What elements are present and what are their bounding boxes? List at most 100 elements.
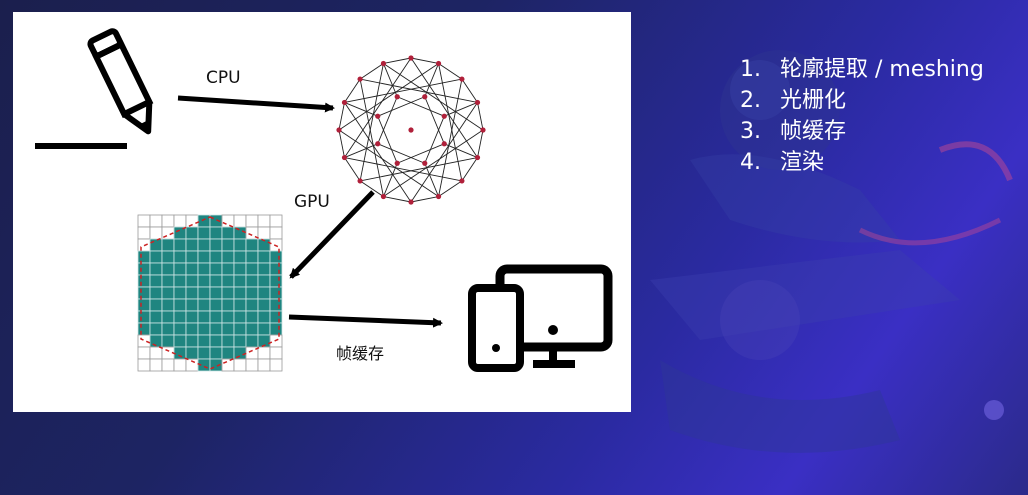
mesh-node — [341, 99, 348, 106]
raster-cell-empty — [137, 214, 151, 228]
raster-cell-filled — [149, 274, 163, 288]
mesh-edge — [424, 163, 439, 197]
mesh-edge — [424, 96, 445, 144]
mesh-node — [375, 141, 381, 147]
raster-cell-filled — [269, 262, 283, 276]
raster-cell-filled — [197, 226, 211, 240]
mesh-node — [435, 60, 442, 67]
raster-cell-filled — [173, 286, 187, 300]
raster-cell-filled — [245, 274, 259, 288]
raster-cell-empty — [233, 358, 247, 372]
mesh-edge — [338, 129, 345, 158]
mesh-edge — [438, 63, 463, 80]
raster-cell-empty — [149, 358, 163, 372]
raster-cell-filled — [197, 322, 211, 336]
raster-cell-filled — [269, 298, 283, 312]
raster-cell-filled — [173, 346, 187, 360]
raster-cell-filled — [245, 298, 259, 312]
raster-cell-filled — [197, 298, 211, 312]
raster-cell-filled — [149, 262, 163, 276]
mesh-node — [422, 94, 428, 100]
cpu-label: CPU — [206, 68, 241, 88]
raster-cell-filled — [185, 346, 199, 360]
raster-cell-empty — [245, 358, 259, 372]
raster-cell-filled — [257, 310, 271, 324]
diagram-panel: CPU GPU 帧缓存 — [13, 12, 631, 412]
devices-icon — [468, 264, 613, 372]
mesh-edge — [461, 157, 478, 182]
raster-cell-filled — [161, 298, 175, 312]
mesh-edge — [338, 63, 439, 131]
step-number: 3. — [740, 119, 761, 144]
raster-cell-filled — [185, 250, 199, 264]
raster-cell-filled — [221, 346, 235, 360]
raster-cell-filled — [161, 250, 175, 264]
raster-cell-filled — [197, 274, 211, 288]
raster-cell-filled — [173, 322, 187, 336]
raster-cell-filled — [209, 298, 223, 312]
raster-cell-filled — [149, 310, 163, 324]
mesh-edge — [383, 57, 412, 64]
raster-cell-empty — [149, 346, 163, 360]
raster-cell-empty — [173, 358, 187, 372]
pipeline-steps-list: 1.轮廓提取 / meshing 2.光栅化 3.帧缓存 4.渲染 — [740, 54, 984, 178]
raster-cell-filled — [137, 310, 151, 324]
raster-cell-filled — [233, 322, 247, 336]
mesh-node — [474, 154, 481, 161]
mesh-edge — [360, 78, 478, 103]
raster-cell-filled — [221, 310, 235, 324]
raster-cell-empty — [149, 214, 163, 228]
raster-cell-filled — [173, 238, 187, 252]
framebuffer-arrow — [288, 314, 443, 328]
raster-cell-empty — [245, 214, 259, 228]
hexagon-outline — [140, 216, 280, 370]
raster-cell-filled — [161, 286, 175, 300]
mesh-edge — [344, 102, 378, 117]
raster-cell-empty — [269, 214, 283, 228]
raster-cell-filled — [185, 322, 199, 336]
raster-cell-empty — [221, 358, 235, 372]
raster-cell-filled — [257, 298, 271, 312]
raster-cell-filled — [269, 322, 283, 336]
raster-cell-filled — [245, 238, 259, 252]
raster-cell-filled — [245, 322, 259, 336]
mesh-node — [480, 127, 486, 133]
mesh-edge — [377, 116, 398, 164]
raster-cell-filled — [257, 286, 271, 300]
gpu-arrow — [289, 190, 375, 279]
mesh-edge — [397, 143, 445, 164]
raster-cell-filled — [245, 310, 259, 324]
raster-cell-filled — [257, 322, 271, 336]
raster-cell-filled — [257, 262, 271, 276]
raster-cell-empty — [221, 214, 235, 228]
raster-cell-filled — [161, 322, 175, 336]
raster-cell-empty — [149, 226, 163, 240]
raster-cell-empty — [137, 358, 151, 372]
raster-cell-filled — [185, 298, 199, 312]
raster-cell-filled — [245, 286, 259, 300]
raster-cell-filled — [221, 274, 235, 288]
raster-cell-filled — [149, 250, 163, 264]
raster-cell-empty — [233, 214, 247, 228]
raster-cell-filled — [209, 226, 223, 240]
raster-cell-filled — [233, 286, 247, 300]
mesh-edge — [383, 163, 398, 197]
raster-cell-filled — [197, 262, 211, 276]
raster-cell-filled — [197, 334, 211, 348]
raster-cell-filled — [233, 346, 247, 360]
step-item: 1.轮廓提取 / meshing — [740, 54, 984, 85]
mesh-node — [336, 127, 342, 133]
step-number: 2. — [740, 88, 761, 113]
mesh-edge — [397, 96, 445, 117]
raster-cell-filled — [269, 310, 283, 324]
mesh-node — [408, 127, 414, 133]
raster-cell-filled — [245, 334, 259, 348]
raster-cell-filled — [197, 346, 211, 360]
raster-cell-filled — [185, 310, 199, 324]
mesh-node — [408, 55, 414, 61]
mesh-edge — [410, 196, 439, 203]
rendering-pipeline-diagram — [35, 28, 613, 372]
raster-cell-filled — [137, 286, 151, 300]
mesh-node — [441, 141, 447, 147]
